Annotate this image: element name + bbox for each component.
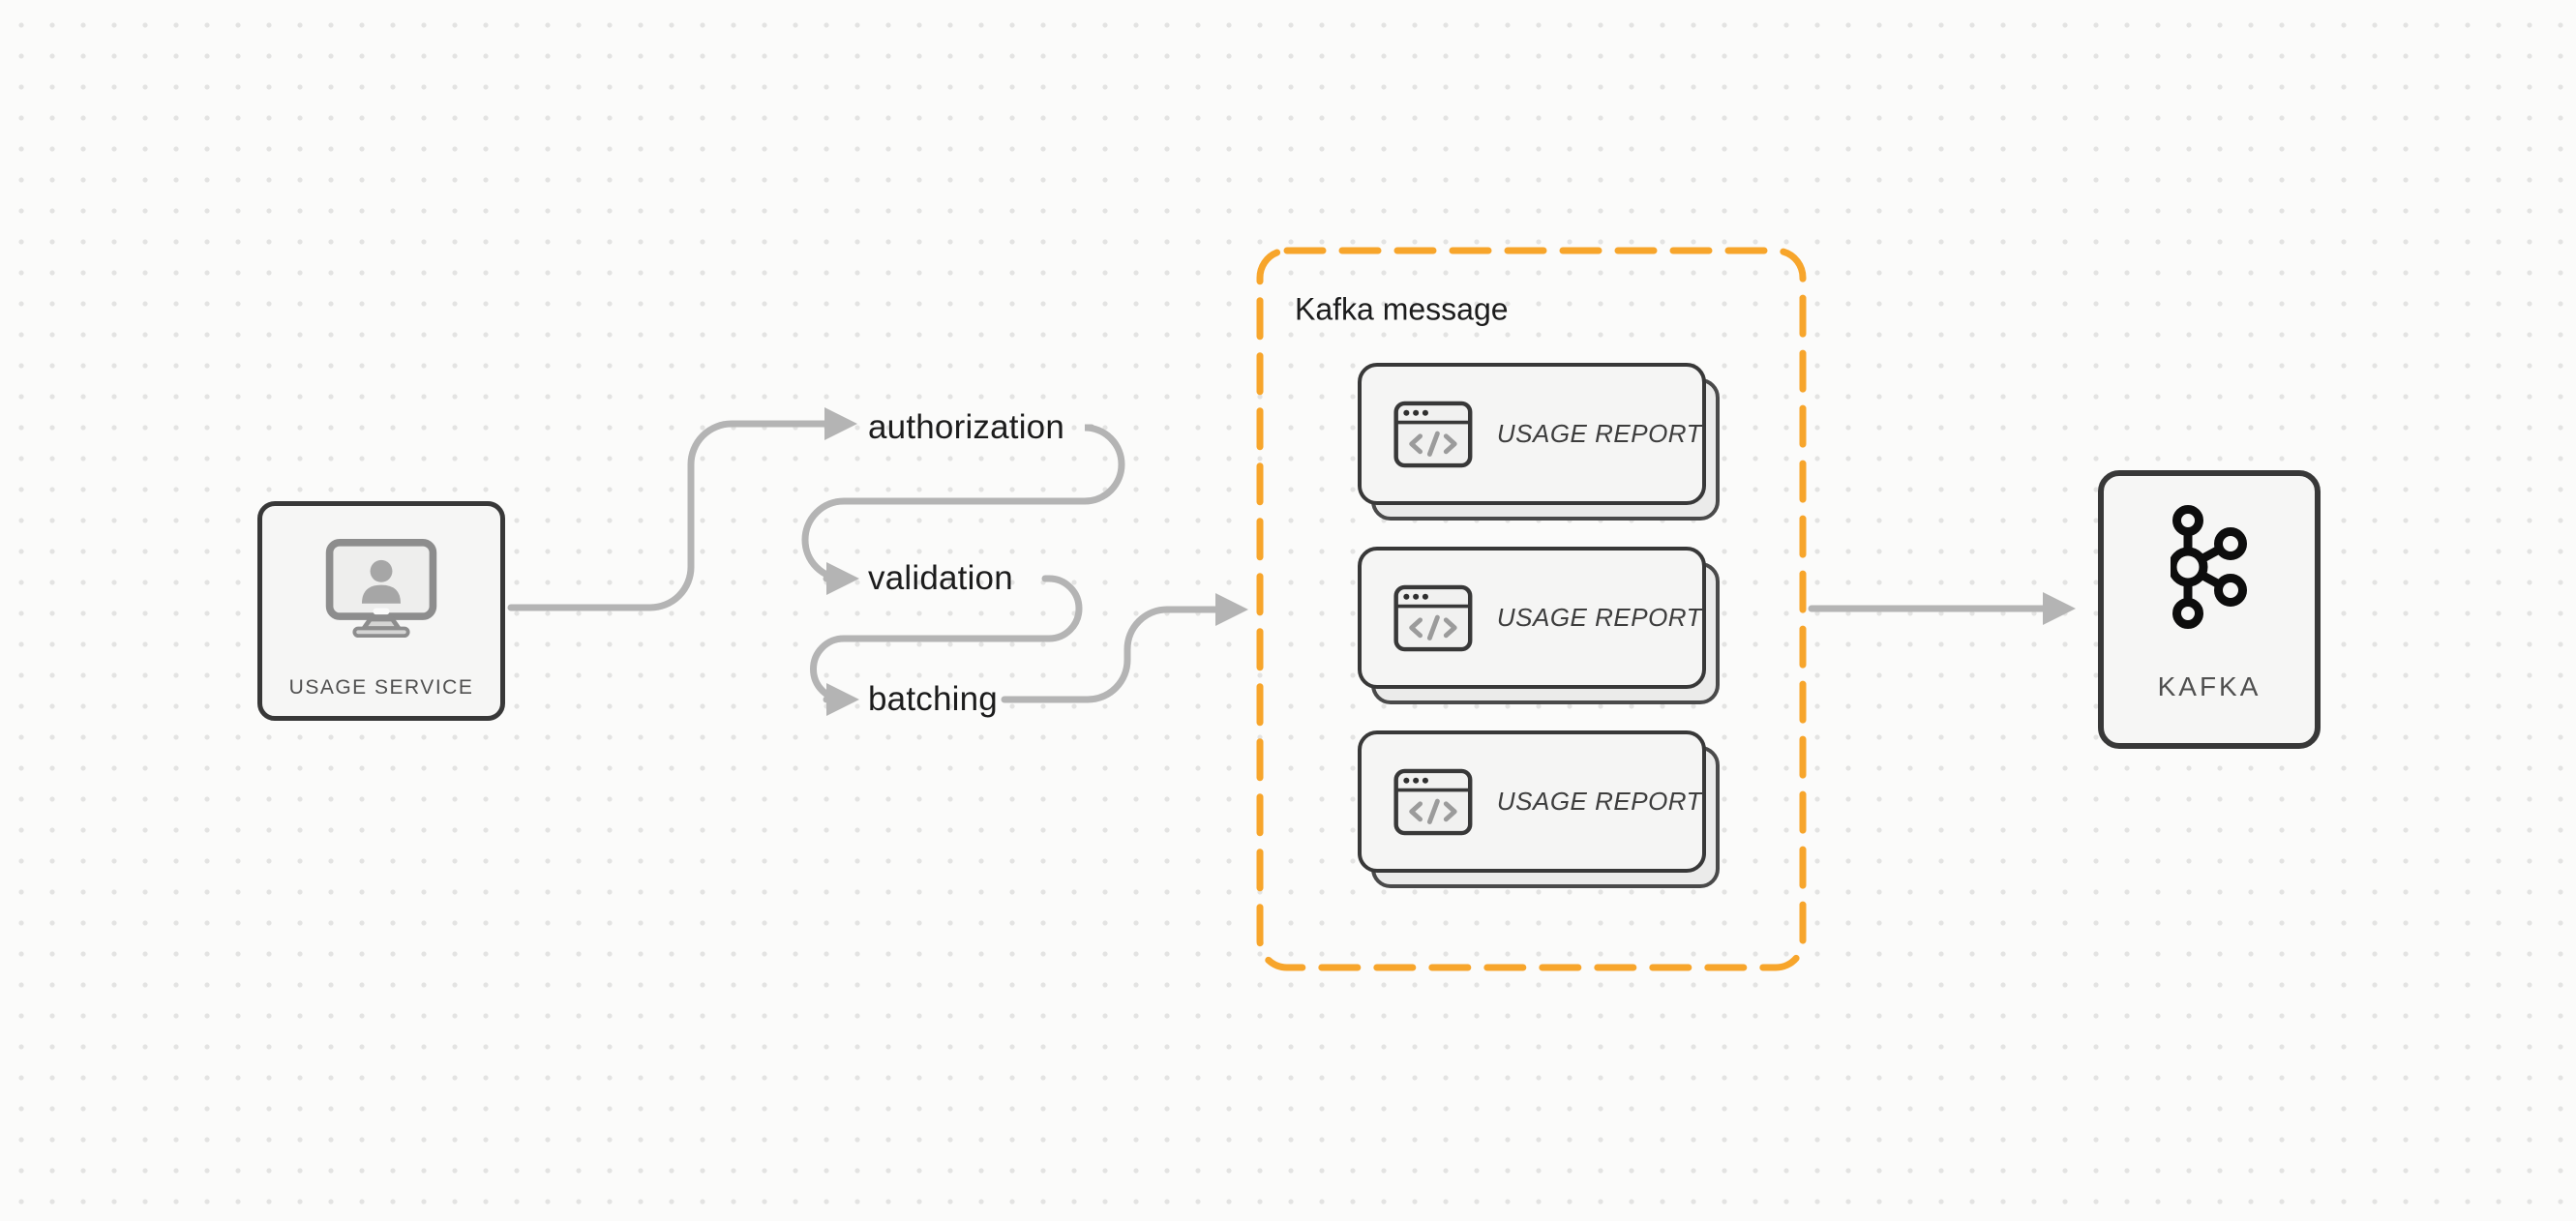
usage-report-card: USAGE REPORT: [1358, 363, 1720, 521]
arrowhead-batching: [826, 683, 859, 716]
kafka-message-title: Kafka message: [1295, 291, 1509, 327]
arrowhead-kafka: [2043, 592, 2076, 625]
node-kafka: KAFKA: [2098, 470, 2321, 749]
kafka-logo-icon: [2171, 505, 2247, 629]
monitor-user-icon: [325, 538, 437, 639]
connector-batching-to-kafka-message: [1001, 606, 1219, 703]
code-window-icon: [1393, 768, 1473, 835]
code-window-icon: [1393, 401, 1473, 467]
usage-report-card: USAGE REPORT: [1358, 730, 1720, 888]
usage-report-label: USAGE REPORT: [1496, 603, 1702, 632]
flow-step-batching: batching: [868, 680, 998, 718]
arrowhead-kafka-message: [1215, 593, 1248, 626]
arrowhead-authorization: [824, 407, 857, 440]
usage-service-label: USAGE SERVICE: [288, 676, 474, 699]
connector-usage-to-authorization: [507, 420, 828, 611]
kafka-label: KAFKA: [2157, 671, 2261, 701]
code-window-icon: [1393, 584, 1473, 651]
flow-step-authorization: authorization: [868, 408, 1065, 446]
connector-authorization-to-validation: [801, 424, 1125, 582]
node-usage-service: USAGE SERVICE: [257, 501, 505, 721]
arrowhead-validation: [826, 562, 859, 595]
flow-step-validation: validation: [868, 559, 1013, 597]
usage-report-card: USAGE REPORT: [1358, 547, 1720, 704]
usage-report-label: USAGE REPORT: [1496, 787, 1702, 816]
usage-report-label: USAGE REPORT: [1496, 419, 1702, 448]
